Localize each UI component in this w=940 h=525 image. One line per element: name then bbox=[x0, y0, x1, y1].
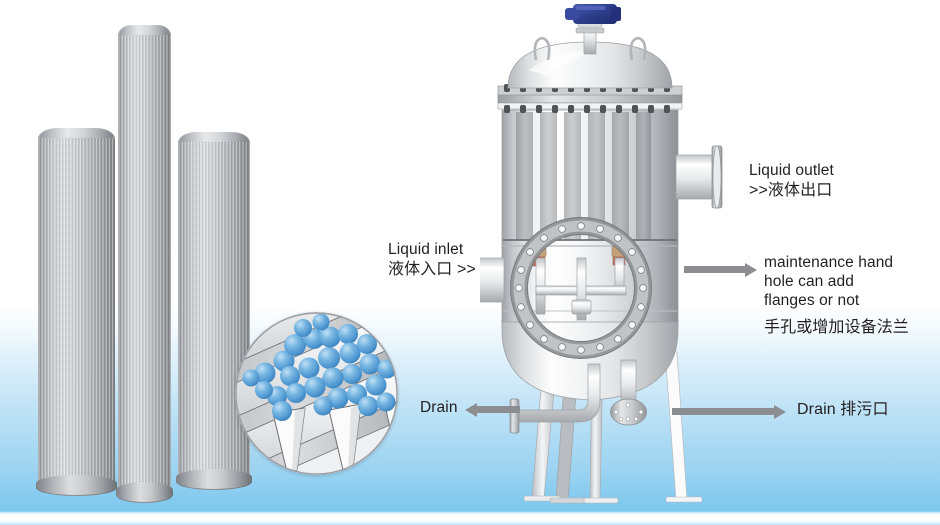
drain-right-label: Drain 排污口 bbox=[797, 401, 889, 418]
particles bbox=[242, 313, 397, 421]
internal-cartridges bbox=[516, 112, 651, 240]
internal-piping bbox=[535, 257, 627, 321]
actuator-assembly bbox=[565, 4, 621, 55]
drain-left-callout: Drain bbox=[420, 398, 458, 418]
hand-hole-label-en-1: maintenance hand bbox=[764, 254, 894, 271]
liquid-inlet-label-cn: 液体入口 >> bbox=[388, 260, 476, 278]
liquid-outlet-nozzle bbox=[675, 145, 723, 209]
maintenance-hand-hole-flange bbox=[510, 217, 652, 359]
cartridge-mesh-body bbox=[178, 142, 250, 477]
hand-hole-bolt-holes bbox=[515, 222, 647, 354]
drain-left-arrow bbox=[476, 406, 520, 413]
bottom-drain-piping bbox=[509, 359, 647, 434]
liquid-inlet-label-en: Liquid inlet bbox=[388, 241, 464, 258]
vessel-graphic bbox=[457, 4, 723, 504]
hand-hole-arrow bbox=[684, 266, 746, 273]
cartridge-bottom-cap bbox=[176, 469, 252, 490]
liquid-inlet-callout: Liquid inlet 液体入口 >> bbox=[388, 240, 476, 280]
liquid-inlet-nozzle bbox=[457, 249, 505, 311]
wedge-wire-detail-graphic bbox=[235, 312, 398, 475]
cartridge-mesh-body bbox=[118, 35, 171, 490]
hand-hole-callout: maintenance hand hole can add flanges or… bbox=[764, 254, 909, 337]
cartridge-mesh-body bbox=[38, 138, 115, 483]
liquid-outlet-label-en: Liquid outlet bbox=[749, 162, 834, 179]
liquid-outlet-callout: Liquid outlet >>液体出口 bbox=[749, 161, 834, 201]
liquid-outlet-label-cn: >>液体出口 bbox=[749, 181, 833, 199]
lifting-lugs bbox=[533, 36, 647, 61]
filter-housing-vessel bbox=[457, 0, 780, 525]
drain-right-arrow bbox=[672, 408, 775, 415]
drain-left-label: Drain bbox=[420, 399, 458, 416]
cartridge-bottom-cap bbox=[116, 482, 173, 503]
filter-cartridge-center bbox=[116, 25, 173, 503]
bottom-edge-strip bbox=[0, 512, 940, 525]
hand-hole-label-en-3: flanges or not bbox=[764, 291, 860, 309]
filter-cartridge-right bbox=[176, 132, 252, 490]
hand-hole-label-cn: 手孔或增加设备法兰 bbox=[764, 318, 909, 336]
hand-hole-label-en-2: hole can add bbox=[764, 272, 854, 290]
filter-cartridge-left bbox=[36, 128, 117, 496]
cartridge-bottom-cap bbox=[36, 475, 117, 496]
drain-right-callout: Drain 排污口 bbox=[797, 400, 889, 420]
wedge-wire-detail-inset bbox=[235, 312, 398, 475]
